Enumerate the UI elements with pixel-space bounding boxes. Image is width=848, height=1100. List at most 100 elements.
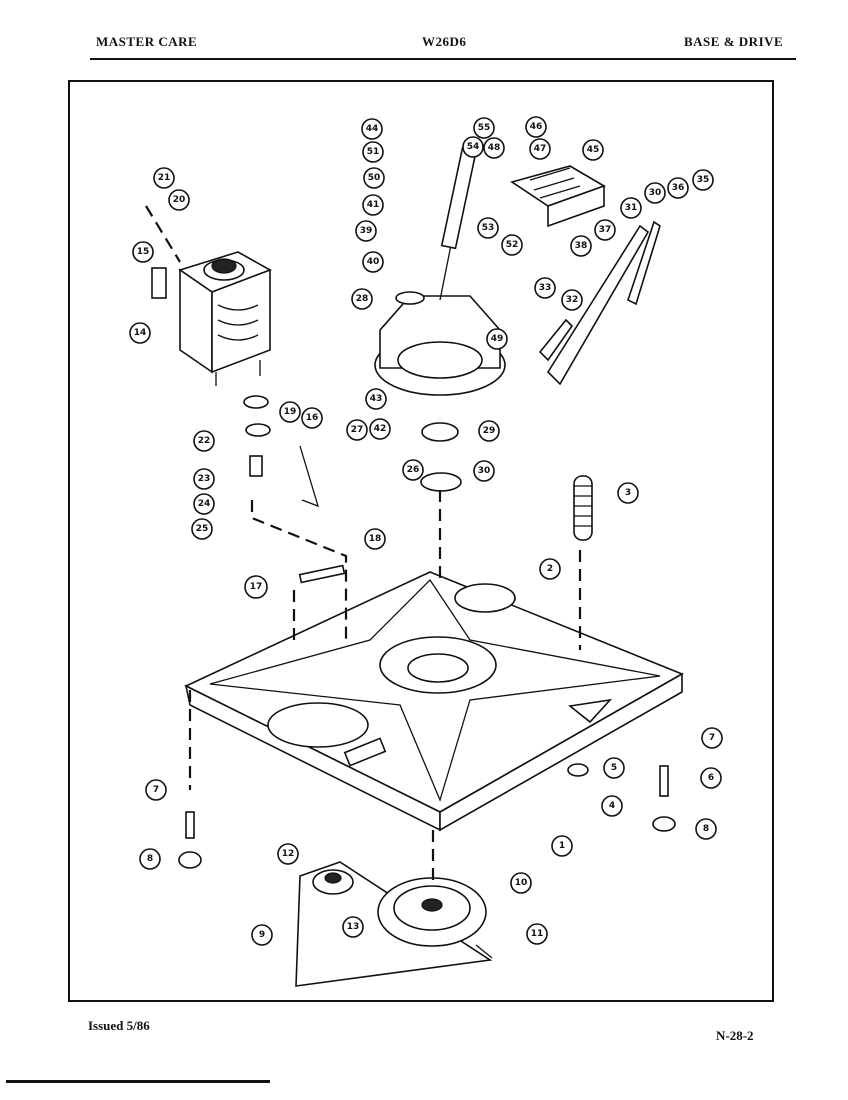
svg-text:32: 32 <box>566 295 579 305</box>
svg-text:27: 27 <box>351 425 364 435</box>
svg-text:52: 52 <box>506 240 519 250</box>
svg-text:51: 51 <box>367 147 380 157</box>
scan-edge-mark <box>6 1080 270 1083</box>
svg-text:30: 30 <box>649 188 662 198</box>
base-plate <box>184 571 684 832</box>
callout: 45 <box>582 139 604 161</box>
gear-case <box>374 146 506 396</box>
callout: 25 <box>191 518 213 540</box>
callout: 37 <box>594 219 616 241</box>
svg-text:23: 23 <box>198 474 211 484</box>
svg-text:11: 11 <box>531 929 544 939</box>
svg-text:53: 53 <box>482 223 495 233</box>
callout: 24 <box>193 493 215 515</box>
svg-text:16: 16 <box>306 413 319 423</box>
callout: 20 <box>168 189 190 211</box>
callout: 21 <box>153 167 175 189</box>
svg-text:29: 29 <box>483 426 496 436</box>
callout: 22 <box>193 430 215 452</box>
callouts: 1 2 3 4 5 6 7 7 8 8 9 10 11 12 13 14 15 … <box>129 116 723 946</box>
callout: 36 <box>667 177 689 199</box>
svg-text:3: 3 <box>625 488 631 498</box>
callout: 11 <box>526 923 548 945</box>
svg-text:9: 9 <box>259 930 265 940</box>
callout: 46 <box>525 116 547 138</box>
svg-text:2: 2 <box>547 564 553 574</box>
callout: 8 <box>695 818 717 840</box>
spring <box>573 475 593 541</box>
svg-text:25: 25 <box>196 524 209 534</box>
header-rule <box>90 58 796 60</box>
svg-text:7: 7 <box>709 733 715 743</box>
svg-text:26: 26 <box>407 465 420 475</box>
callout: 55 <box>473 117 495 139</box>
callout: 3 <box>617 482 639 504</box>
callout: 47 <box>529 138 551 160</box>
callout: 49 <box>486 328 508 350</box>
callout: 53 <box>477 217 499 239</box>
svg-text:17: 17 <box>250 582 263 592</box>
svg-text:41: 41 <box>367 200 380 210</box>
footer-issued: Issued 5/86 <box>88 1018 150 1033</box>
callout: 38 <box>570 235 592 257</box>
drive-assembly <box>295 861 493 987</box>
callout: 7 <box>701 727 723 749</box>
callout: 28 <box>351 288 373 310</box>
svg-text:6: 6 <box>708 773 714 783</box>
svg-text:30: 30 <box>478 466 491 476</box>
svg-text:42: 42 <box>374 424 387 434</box>
callout: 50 <box>363 167 385 189</box>
svg-text:47: 47 <box>534 144 547 154</box>
callout: 1 <box>551 835 573 857</box>
callout: 27 <box>346 419 368 441</box>
callout: 12 <box>277 843 299 865</box>
brackets <box>538 220 661 386</box>
svg-text:15: 15 <box>137 247 150 257</box>
svg-text:40: 40 <box>367 257 380 267</box>
callout: 29 <box>478 420 500 442</box>
svg-text:45: 45 <box>587 145 600 155</box>
callout: 39 <box>355 220 377 242</box>
svg-text:28: 28 <box>356 294 369 304</box>
callout: 41 <box>362 194 384 216</box>
header-section: BASE & DRIVE <box>684 34 784 49</box>
callout: 43 <box>365 388 387 410</box>
callout: 14 <box>129 322 151 344</box>
callout: 42 <box>369 418 391 440</box>
svg-text:44: 44 <box>366 124 379 134</box>
svg-text:48: 48 <box>488 143 501 153</box>
svg-text:19: 19 <box>284 407 297 417</box>
svg-text:21: 21 <box>158 173 171 183</box>
svg-text:49: 49 <box>491 334 504 344</box>
callout: 33 <box>534 277 556 299</box>
svg-text:33: 33 <box>539 283 552 293</box>
callout: 32 <box>561 289 583 311</box>
callout: 7 <box>145 779 167 801</box>
footer-page-number: N-28-2 <box>716 1028 754 1043</box>
svg-text:54: 54 <box>467 142 480 152</box>
svg-text:36: 36 <box>672 183 685 193</box>
svg-text:31: 31 <box>625 203 638 213</box>
svg-text:7: 7 <box>153 785 159 795</box>
svg-text:50: 50 <box>368 173 381 183</box>
svg-text:43: 43 <box>370 394 383 404</box>
svg-text:13: 13 <box>347 922 360 932</box>
header-brand: MASTER CARE <box>96 34 198 49</box>
callout: 51 <box>362 141 384 163</box>
motor <box>178 251 272 386</box>
svg-text:20: 20 <box>173 195 186 205</box>
callout: 26 <box>402 459 424 481</box>
callout: 10 <box>510 872 532 894</box>
callout: 13 <box>342 916 364 938</box>
callout: 54 <box>462 136 484 158</box>
callout: 48 <box>483 137 505 159</box>
callout: 44 <box>361 118 383 140</box>
callout: 30 <box>473 460 495 482</box>
svg-text:22: 22 <box>198 436 211 446</box>
svg-text:1: 1 <box>559 841 565 851</box>
svg-text:35: 35 <box>697 175 710 185</box>
svg-text:8: 8 <box>147 854 153 864</box>
callout: 15 <box>132 241 154 263</box>
callout: 5 <box>603 757 625 779</box>
